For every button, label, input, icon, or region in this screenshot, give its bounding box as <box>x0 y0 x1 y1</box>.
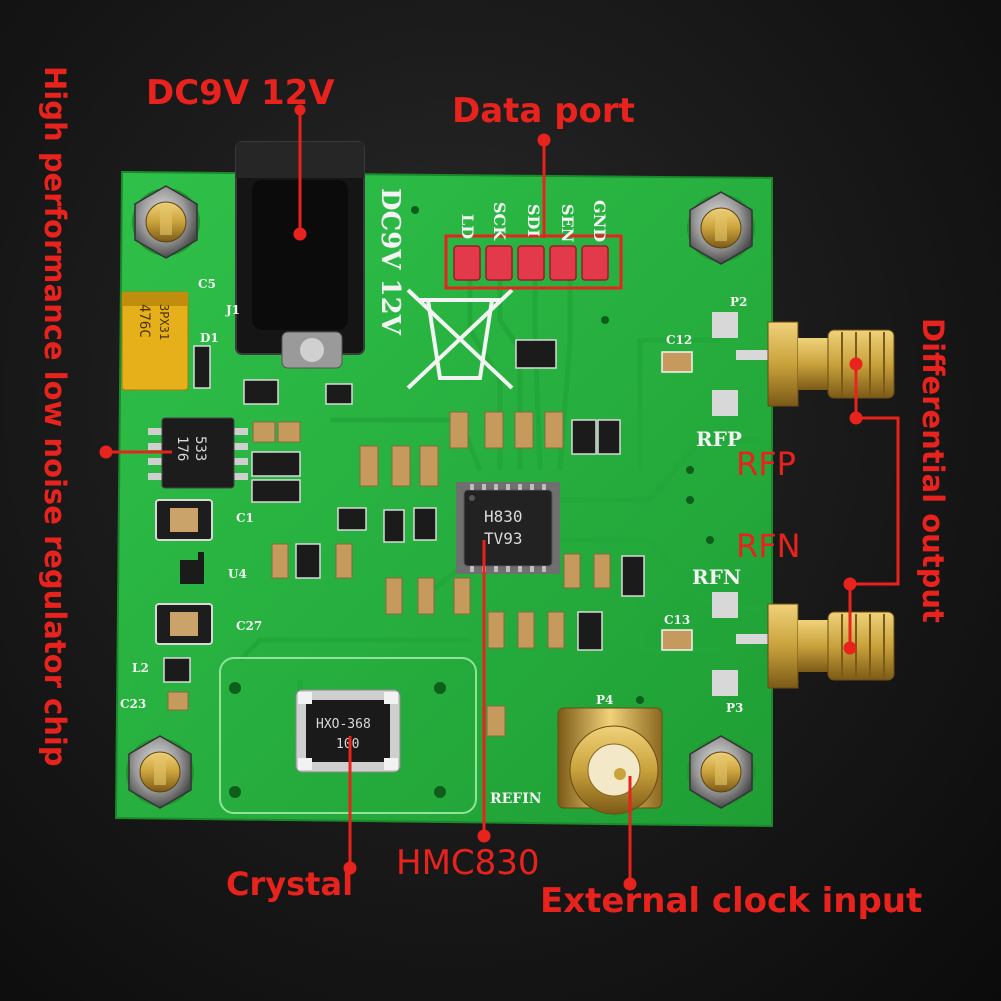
callout-lines <box>99 104 900 891</box>
weee-recycling-icon <box>406 288 514 390</box>
crystal-marking-1: HXO-368 <box>316 717 371 732</box>
silkscreen-refin: REFIN <box>490 791 542 807</box>
callout-power-input: DC9V 12V <box>146 73 335 113</box>
callout-rfn: RFN <box>736 527 801 565</box>
standoff-top-left <box>134 185 198 259</box>
tantalum-marking-1: 476C <box>136 304 152 338</box>
callout-external-clock: External clock input <box>540 881 923 921</box>
standoff-bottom-right <box>689 735 753 809</box>
crystal-oscillator <box>295 689 401 773</box>
hmc830-marking-2: TV93 <box>484 529 523 548</box>
silkscreen-c1: C1 <box>236 511 254 525</box>
pin-label-sck: SCK <box>490 202 509 241</box>
pin-label-gnd: GND <box>590 200 609 242</box>
silkscreen-c5: C5 <box>198 277 216 291</box>
silkscreen-c27: C27 <box>236 619 262 633</box>
tantalum-marking-2: 3PX31 <box>157 304 171 340</box>
regulator-chip <box>148 417 248 489</box>
tantalum-capacitor <box>121 291 189 391</box>
silkscreen-p2: P2 <box>730 295 747 309</box>
silkscreen-c13: C13 <box>664 613 690 627</box>
data-port-header <box>444 234 623 290</box>
callout-differential-output: Differential output <box>916 318 950 623</box>
callout-hmc830: HMC830 <box>396 843 540 883</box>
silkscreen-p4: P4 <box>596 693 613 707</box>
silkscreen-c23: C23 <box>120 697 146 711</box>
standoff-bottom-left <box>128 735 192 809</box>
regulator-marking-1: 533 <box>192 436 208 461</box>
callout-data-port: Data port <box>452 91 635 131</box>
sma-connector-refin <box>557 707 663 815</box>
callout-rfp: RFP <box>736 445 796 483</box>
dc-power-jack <box>235 141 365 369</box>
silkscreen-u4: U4 <box>228 567 247 581</box>
sma-connector-rfn <box>712 592 895 696</box>
hmc830-chip <box>456 482 560 574</box>
silkscreen-p3: P3 <box>726 701 743 715</box>
callout-crystal: Crystal <box>226 865 354 903</box>
regulator-marking-2: 176 <box>174 436 190 461</box>
crystal-marking-2: 100 <box>336 737 359 752</box>
pin-label-sdi: SDI <box>524 204 543 237</box>
silkscreen-rfp: RFP <box>696 427 742 451</box>
silkscreen-power-label: DC9V 12V <box>375 188 405 336</box>
pin-label-ld: LD <box>458 214 477 239</box>
pcb <box>114 170 773 828</box>
silkscreen-d1: D1 <box>200 331 219 345</box>
hmc830-marking-1: H830 <box>484 507 523 526</box>
passive-components <box>155 339 693 737</box>
standoff-top-right <box>689 191 753 265</box>
pin-label-sen: SEN <box>558 204 577 242</box>
silkscreen-j1: J1 <box>225 303 240 317</box>
silkscreen-rfn: RFN <box>692 565 741 589</box>
callout-regulator-chip: High performance low noise regulator chi… <box>38 66 72 767</box>
silkscreen-l2: L2 <box>132 661 149 675</box>
silkscreen-c12: C12 <box>666 333 692 347</box>
